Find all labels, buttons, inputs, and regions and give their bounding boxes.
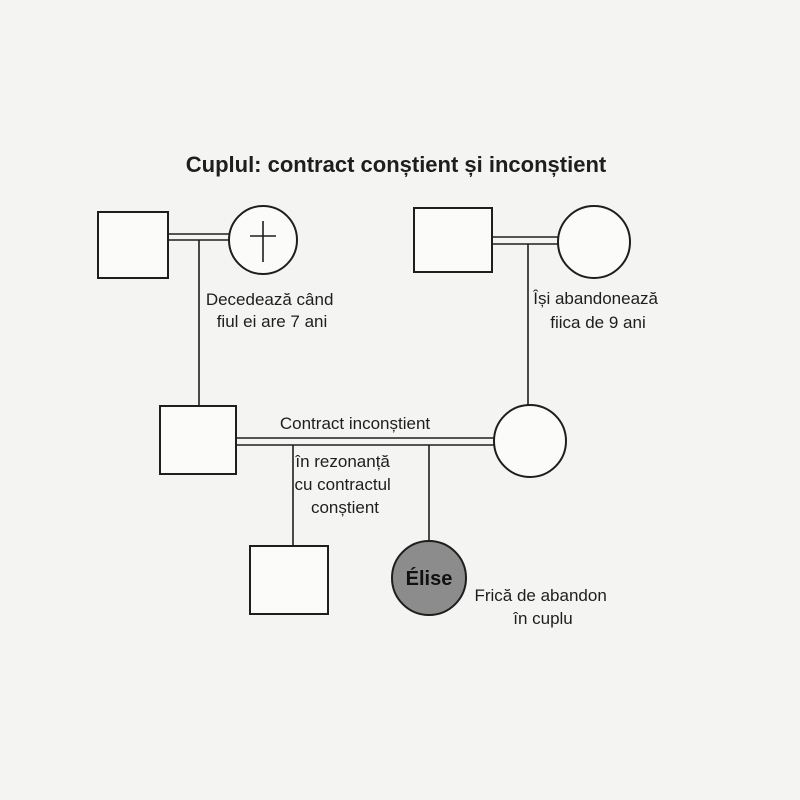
subject-note-line-2: în cuplu bbox=[512, 609, 573, 628]
contract-resonance-line-2: cu contractul bbox=[294, 475, 390, 494]
diagram-title: Cuplul: contract conștient și inconștien… bbox=[186, 152, 607, 177]
subject-note: Frică de abandon în cuplu bbox=[474, 586, 611, 628]
contract-resonance-line-3: conștient bbox=[311, 498, 379, 517]
grandfather-note: Își abandonează fiica de 9 ani bbox=[532, 289, 663, 332]
grandmother-note-line-1: Decedează când bbox=[206, 290, 334, 309]
contract-resonance-note: în rezonanță cu contractul conștient bbox=[294, 452, 395, 517]
maternal-grandmother-circle bbox=[557, 205, 631, 279]
maternal-grandfather-square bbox=[413, 207, 493, 273]
couple-contract-label: Contract inconștient bbox=[280, 414, 431, 433]
cross-icon bbox=[250, 221, 276, 262]
elise-name: Élise bbox=[406, 567, 453, 590]
elise-circle bbox=[391, 540, 467, 616]
grandfather-note-line-2: fiica de 9 ani bbox=[550, 313, 645, 332]
paternal-grandfather-square bbox=[97, 211, 169, 279]
grandmother-note: Decedează când fiul ei are 7 ani bbox=[206, 290, 338, 331]
mother-circle bbox=[493, 404, 567, 478]
contract-resonance-line-1: în rezonanță bbox=[294, 452, 390, 471]
subject-note-line-1: Frică de abandon bbox=[474, 586, 606, 605]
father-square bbox=[159, 405, 237, 475]
grandmother-note-line-2: fiul ei are 7 ani bbox=[217, 312, 328, 331]
son-square bbox=[249, 545, 329, 615]
grandfather-note-line-1: Își abandonează bbox=[532, 289, 658, 308]
